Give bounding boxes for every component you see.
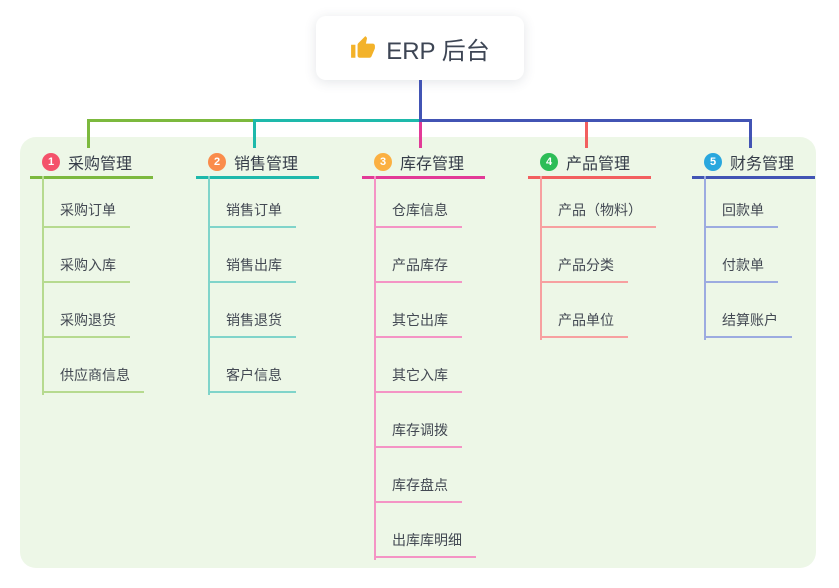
- child-row: 结算账户: [692, 283, 815, 338]
- child-node[interactable]: 库存盘点: [374, 475, 462, 503]
- child-row: 销售出库: [196, 228, 319, 283]
- child-node[interactable]: 仓库信息: [374, 200, 462, 228]
- child-node[interactable]: 库存调拨: [374, 420, 462, 448]
- branch-children-connector: [704, 176, 706, 340]
- branch-order-badge: 2: [208, 153, 226, 171]
- child-row: 销售退货: [196, 283, 319, 338]
- child-row: 库存盘点: [362, 448, 485, 503]
- child-node[interactable]: 付款单: [704, 255, 778, 283]
- branch-column: 2 销售管理 销售订单 销售出库 销售退货 客户信息: [196, 148, 319, 395]
- child-node[interactable]: 产品库存: [374, 255, 462, 283]
- branch-children: 回款单 付款单 结算账户: [692, 173, 815, 338]
- child-row: 销售订单: [196, 173, 319, 228]
- root-connector: [419, 80, 422, 122]
- trunk-segment: [253, 119, 422, 122]
- branch-label: 销售管理: [234, 156, 299, 173]
- trunk-segment: [87, 119, 256, 122]
- branch-node[interactable]: 1 采购管理: [30, 148, 153, 179]
- thumbs-up-icon: [351, 36, 376, 58]
- trunk-segment: [419, 119, 752, 122]
- branch-drop-line: [749, 119, 752, 148]
- child-node[interactable]: 产品分类: [540, 255, 628, 283]
- child-node[interactable]: 采购入库: [42, 255, 130, 283]
- child-row: 采购退货: [30, 283, 153, 338]
- root-node[interactable]: ERP 后台: [316, 16, 524, 80]
- child-node[interactable]: 采购退货: [42, 310, 130, 338]
- child-node[interactable]: 销售订单: [208, 200, 296, 228]
- root-label: ERP 后台: [386, 37, 490, 65]
- child-node[interactable]: 产品单位: [540, 310, 628, 338]
- child-row: 供应商信息: [30, 338, 153, 393]
- branch-label: 库存管理: [400, 156, 465, 173]
- branch-order-badge: 5: [704, 153, 722, 171]
- branch-drop-line: [419, 119, 422, 148]
- child-node[interactable]: 其它入库: [374, 365, 462, 393]
- branch-label: 产品管理: [566, 156, 631, 173]
- branch-drop-line: [585, 119, 588, 148]
- child-node[interactable]: 其它出库: [374, 310, 462, 338]
- child-node[interactable]: 客户信息: [208, 365, 296, 393]
- branch-children-connector: [42, 176, 44, 395]
- branch-children-connector: [540, 176, 542, 340]
- branch-drop-line: [87, 119, 90, 148]
- child-row: 产品库存: [362, 228, 485, 283]
- branch-column: 3 库存管理 仓库信息 产品库存 其它出库 其它入库 库存调拨 库存盘点 出库库…: [362, 148, 485, 560]
- branch-node[interactable]: 2 销售管理: [196, 148, 319, 179]
- branch-node[interactable]: 4 产品管理: [528, 148, 651, 179]
- child-row: 出库库明细: [362, 503, 485, 558]
- branch-children: 采购订单 采购入库 采购退货 供应商信息: [30, 173, 153, 393]
- branch-node[interactable]: 3 库存管理: [362, 148, 485, 179]
- child-node[interactable]: 销售出库: [208, 255, 296, 283]
- child-row: 产品单位: [528, 283, 651, 338]
- child-row: 其它出库: [362, 283, 485, 338]
- branch-label: 采购管理: [68, 156, 133, 173]
- child-row: 采购订单: [30, 173, 153, 228]
- branch-children-connector: [374, 176, 376, 560]
- child-node[interactable]: 供应商信息: [42, 365, 144, 393]
- child-row: 付款单: [692, 228, 815, 283]
- child-row: 产品分类: [528, 228, 651, 283]
- branch-children: 产品（物料） 产品分类 产品单位: [528, 173, 656, 338]
- child-node[interactable]: 销售退货: [208, 310, 296, 338]
- child-row: 客户信息: [196, 338, 319, 393]
- branch-order-badge: 4: [540, 153, 558, 171]
- child-node[interactable]: 采购订单: [42, 200, 130, 228]
- child-node[interactable]: 回款单: [704, 200, 778, 228]
- child-row: 回款单: [692, 173, 815, 228]
- branch-children-connector: [208, 176, 210, 395]
- branch-order-badge: 3: [374, 153, 392, 171]
- branch-children: 仓库信息 产品库存 其它出库 其它入库 库存调拨 库存盘点 出库库明细: [362, 173, 485, 558]
- branch-column: 1 采购管理 采购订单 采购入库 采购退货 供应商信息: [30, 148, 153, 395]
- child-row: 其它入库: [362, 338, 485, 393]
- child-row: 仓库信息: [362, 173, 485, 228]
- branch-column: 5 财务管理 回款单 付款单 结算账户: [692, 148, 815, 340]
- branch-label: 财务管理: [730, 156, 795, 173]
- child-row: 采购入库: [30, 228, 153, 283]
- branches-panel: [20, 137, 816, 568]
- child-node[interactable]: 出库库明细: [374, 530, 476, 558]
- child-node[interactable]: 结算账户: [704, 310, 792, 338]
- branch-column: 4 产品管理 产品（物料） 产品分类 产品单位: [528, 148, 656, 340]
- child-row: 产品（物料）: [528, 173, 656, 228]
- branch-drop-line: [253, 119, 256, 148]
- child-node[interactable]: 产品（物料）: [540, 200, 656, 228]
- branch-order-badge: 1: [42, 153, 60, 171]
- branch-children: 销售订单 销售出库 销售退货 客户信息: [196, 173, 319, 393]
- branch-node[interactable]: 5 财务管理: [692, 148, 815, 179]
- child-row: 库存调拨: [362, 393, 485, 448]
